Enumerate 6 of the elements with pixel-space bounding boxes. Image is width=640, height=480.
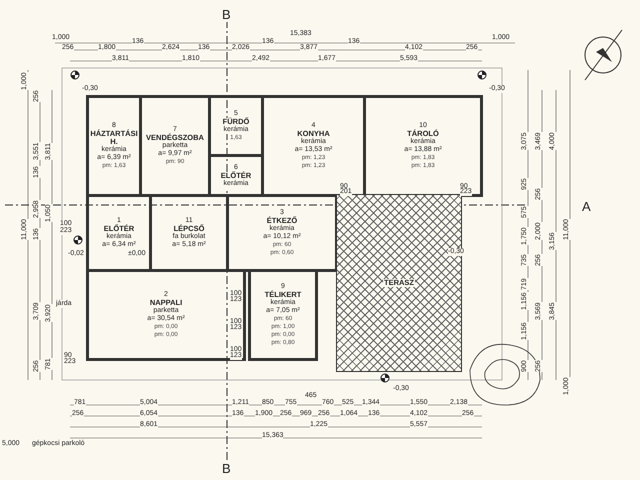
terrace-area — [336, 194, 462, 372]
room — [248, 269, 318, 361]
section-mark: B — [222, 8, 231, 22]
section-mark: B — [222, 462, 231, 476]
room — [86, 95, 142, 197]
section-mark: A — [582, 200, 591, 214]
